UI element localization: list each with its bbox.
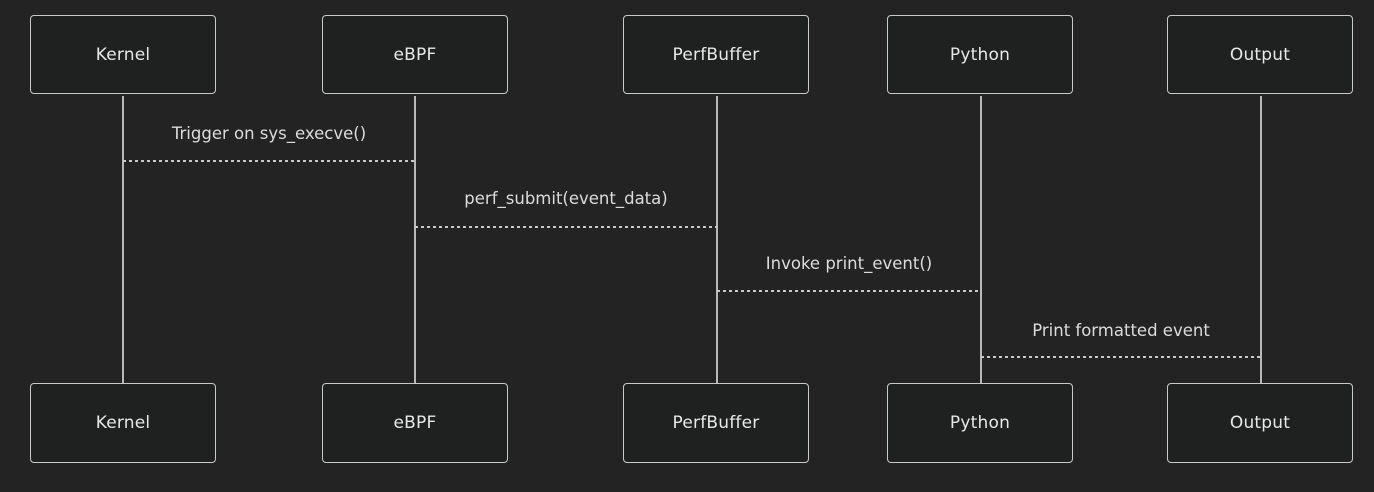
lifeline-output	[1260, 96, 1262, 383]
message-line-invoke-print-event	[717, 290, 981, 292]
lifeline-kernel	[122, 96, 124, 383]
actor-label: eBPF	[393, 413, 437, 433]
lifeline-ebpf	[414, 96, 416, 383]
message-label-invoke-print-event: Invoke print_event()	[765, 254, 933, 273]
lifeline-python	[980, 96, 982, 383]
actor-label: Python	[949, 44, 1011, 65]
actor-label: Output	[1229, 44, 1291, 65]
message-label-trigger-sys-execve: Trigger on sys_execve()	[171, 124, 367, 143]
actor-label: Python	[949, 413, 1011, 433]
actor-label: eBPF	[393, 44, 437, 65]
actor-label: PerfBuffer	[672, 413, 760, 433]
actor-box-kernel-top: Kernel	[30, 15, 216, 94]
actor-box-python-bottom: Python	[887, 383, 1073, 463]
actor-label: Kernel	[95, 44, 151, 65]
actor-box-perfbuffer-top: PerfBuffer	[623, 15, 809, 94]
lifeline-perfbuffer	[716, 96, 718, 383]
message-line-perf-submit	[415, 226, 717, 228]
actor-box-output-bottom: Output	[1167, 383, 1353, 463]
message-label-perf-submit: perf_submit(event_data)	[464, 189, 668, 208]
actor-label: Kernel	[95, 413, 151, 433]
message-line-trigger-sys-execve	[123, 160, 415, 162]
message-label-print-formatted-event: Print formatted event	[1032, 321, 1210, 340]
actor-box-python-top: Python	[887, 15, 1073, 94]
actor-box-output-top: Output	[1167, 15, 1353, 94]
actor-box-kernel-bottom: Kernel	[30, 383, 216, 463]
actor-box-ebpf-top: eBPF	[322, 15, 508, 94]
actor-label: Output	[1229, 413, 1291, 433]
actor-box-perfbuffer-bottom: PerfBuffer	[623, 383, 809, 463]
message-line-print-formatted-event	[981, 356, 1261, 358]
actor-label: PerfBuffer	[672, 44, 760, 65]
actor-box-ebpf-bottom: eBPF	[322, 383, 508, 463]
